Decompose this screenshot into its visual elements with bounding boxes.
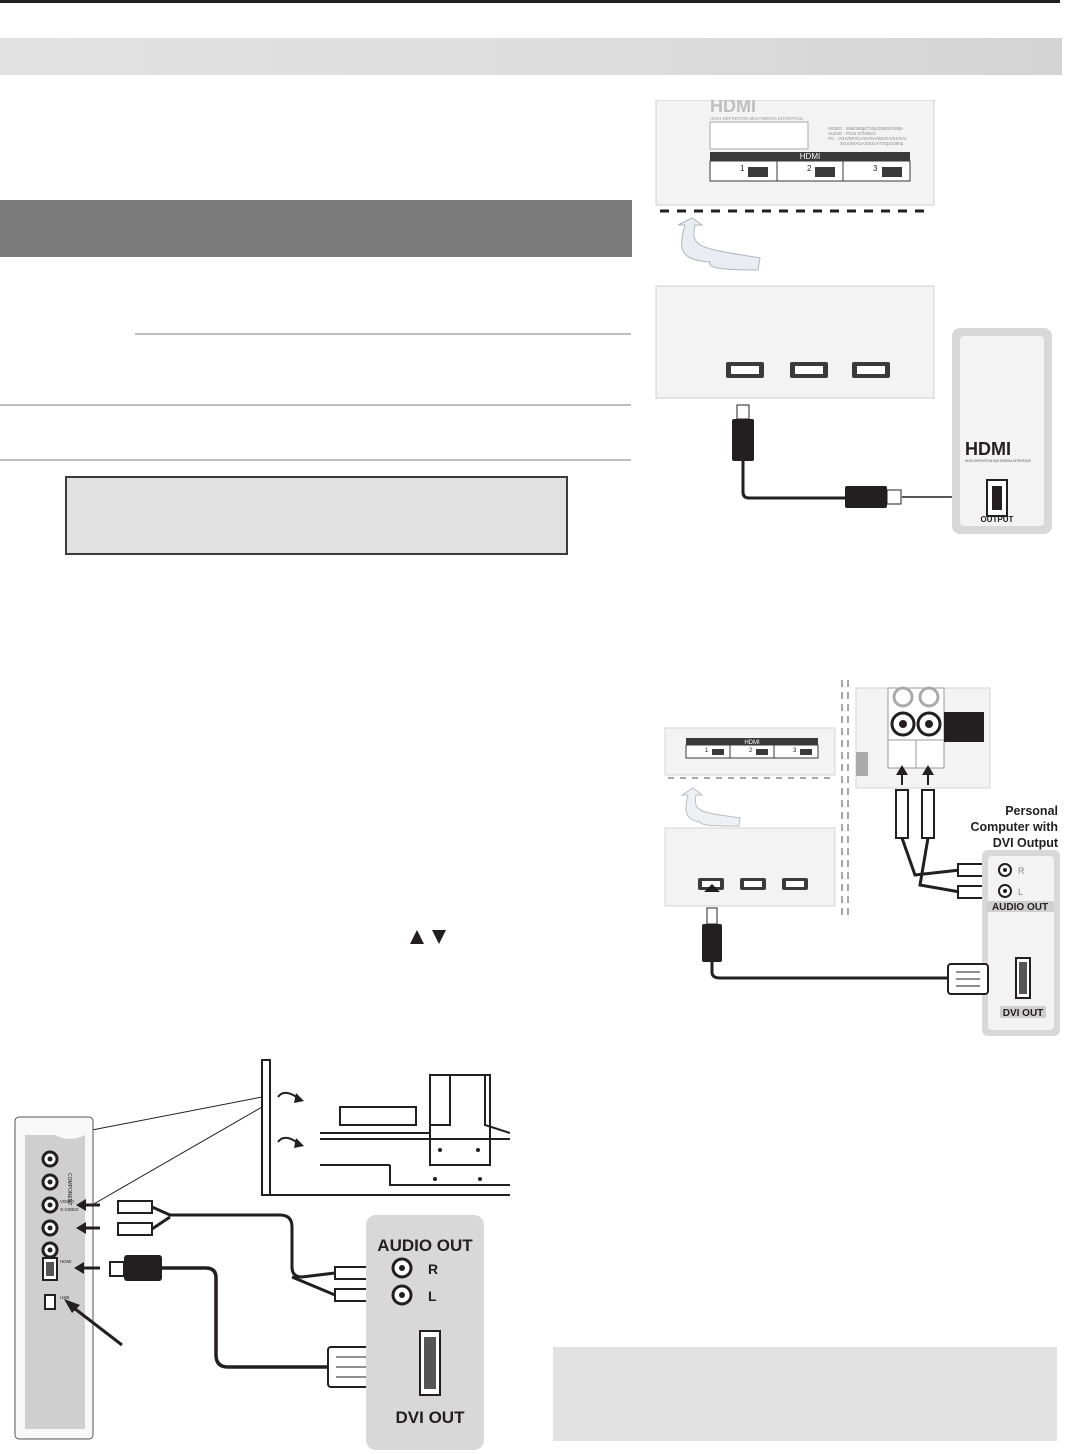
- svg-text:PC : VGA/WVGA/SVGA/WXGA/SXGA/: PC : VGA/WVGA/SVGA/WXGA/SXGA/: [828, 136, 907, 141]
- port-number: 2: [807, 164, 812, 173]
- svg-text:HDMI: HDMI: [744, 740, 760, 746]
- pc-label: Personal: [1005, 804, 1058, 818]
- svg-text:XGA/WXGA/SXGA/720p/1080p: XGA/WXGA/SXGA/720p/1080p: [840, 141, 904, 146]
- audio-l-label: L: [428, 1288, 437, 1304]
- arrow-left-icon: [76, 1222, 86, 1234]
- hdmi-plug: [702, 924, 722, 962]
- svg-text:L: L: [1018, 887, 1023, 897]
- hdmi-port-icon: [748, 167, 768, 177]
- rca-jack-icon: [918, 686, 940, 708]
- audio-cable: [918, 837, 961, 894]
- side-panel-connection-diagram: COMPONENT VIDEO S-VIDEO HDMI USB AUDIO O…: [14, 1059, 510, 1450]
- hdmi-plug: [732, 419, 754, 461]
- top-rule: [0, 0, 1060, 3]
- svg-text:R: R: [1018, 866, 1025, 876]
- table-rule: [0, 404, 631, 406]
- pc-label: DVI Output: [993, 836, 1059, 850]
- svg-text:HIGH-DEFINITION MULTIMEDIA INT: HIGH-DEFINITION MULTIMEDIA INTERFACE: [965, 459, 1031, 463]
- svg-text:3: 3: [793, 748, 797, 754]
- audio-cable: [151, 1205, 336, 1279]
- hdmi-plug: [124, 1255, 162, 1281]
- zoomed-panel: [655, 285, 935, 399]
- pc-label: Computer with: [971, 820, 1059, 834]
- arrow-up-icon: [410, 930, 424, 944]
- table-rule: [135, 333, 631, 335]
- rca-plug: [334, 1266, 372, 1280]
- panel-logo: HDMI: [710, 100, 756, 116]
- svg-text:HIGH-DEFINITION MULTIMEDIA INT: HIGH-DEFINITION MULTIMEDIA INTERFACE: [710, 116, 803, 121]
- tv-side-edge: [261, 1059, 271, 1196]
- dvi-cable: [710, 962, 948, 980]
- svg-text:VIDEO: VIDEO: [60, 1199, 75, 1204]
- hdmi-plug: [109, 1261, 125, 1277]
- arrow-up-icon: [922, 765, 934, 775]
- rca-plug: [117, 1200, 153, 1214]
- rca-plug: [334, 1288, 372, 1302]
- arrow-up-icon: [704, 884, 720, 892]
- hdmi-plug: [706, 907, 718, 925]
- port-number: 3: [873, 164, 878, 173]
- svg-text:S-VIDEO: S-VIDEO: [60, 1207, 79, 1212]
- output-label: OUTPUT: [981, 515, 1014, 524]
- curved-arrow-icon: [677, 217, 761, 271]
- usb-port-icon: [44, 1294, 56, 1310]
- hdmi-port-icon: [882, 167, 902, 177]
- svg-text:VIDEO : 480i/480p/720p/1080i/1: VIDEO : 480i/480p/720p/1080i/1080p: [828, 126, 903, 131]
- dvi-cable: [162, 1266, 328, 1369]
- svg-text:AUDIO : PCM STEREO: AUDIO : PCM STEREO: [828, 131, 876, 136]
- note-box: [553, 1347, 1057, 1441]
- svg-text:2: 2: [749, 748, 753, 754]
- device-logo: HDMI: [965, 439, 1011, 459]
- dvi-connection-diagram: HDMI 1 2 3 Personal Computer with DVI Ou…: [664, 680, 1060, 1036]
- dvi-out-label: DVI OUT: [1003, 1008, 1044, 1019]
- audio-cable: [900, 837, 961, 877]
- svg-text:1: 1: [705, 748, 709, 754]
- hdmi-cable: [741, 461, 845, 500]
- rca-jack-icon: [892, 686, 914, 708]
- section-title-band: [0, 38, 1062, 75]
- hdmi-plug: [736, 404, 750, 420]
- table-rule: [0, 459, 631, 461]
- svg-text:HDMI: HDMI: [800, 152, 820, 161]
- subsection-header-band: [0, 200, 632, 257]
- rca-plug: [957, 885, 987, 899]
- tv-label-plate: [339, 1106, 417, 1126]
- hdmi-plug: [845, 486, 887, 508]
- port-number: 1: [740, 164, 745, 173]
- note-box: [65, 476, 568, 555]
- dvi-out-label: DVI OUT: [396, 1408, 466, 1427]
- arrow-icon: [64, 1299, 80, 1313]
- rca-plug: [957, 863, 987, 877]
- audio-out-label: AUDIO OUT: [377, 1236, 473, 1255]
- zoomed-panel: [664, 827, 836, 907]
- hdmi-connection-diagram: HDMI HIGH-DEFINITION MULTIMEDIA INTERFAC…: [655, 100, 1052, 534]
- arrow-keys: [410, 930, 446, 944]
- arrow-left-icon: [76, 1199, 86, 1211]
- rca-plug: [895, 789, 909, 839]
- rca-plug: [921, 789, 935, 839]
- hdmi-port-icon: [815, 167, 835, 177]
- audio-r-label: R: [428, 1261, 438, 1277]
- arrow-up-icon: [896, 765, 908, 775]
- svg-text:COMPONENT: COMPONENT: [66, 1173, 72, 1206]
- panel-label-area: [709, 121, 809, 150]
- hdmi-port-bar: [710, 152, 910, 161]
- curved-arrow-icon: [680, 787, 741, 827]
- arrow-left-icon: [74, 1262, 84, 1274]
- svg-text:HDMI: HDMI: [60, 1259, 72, 1264]
- arrow-down-icon: [432, 930, 446, 944]
- rca-plug: [117, 1222, 153, 1236]
- audio-out-label: AUDIO OUT: [992, 902, 1048, 913]
- svg-text:USB: USB: [60, 1295, 69, 1300]
